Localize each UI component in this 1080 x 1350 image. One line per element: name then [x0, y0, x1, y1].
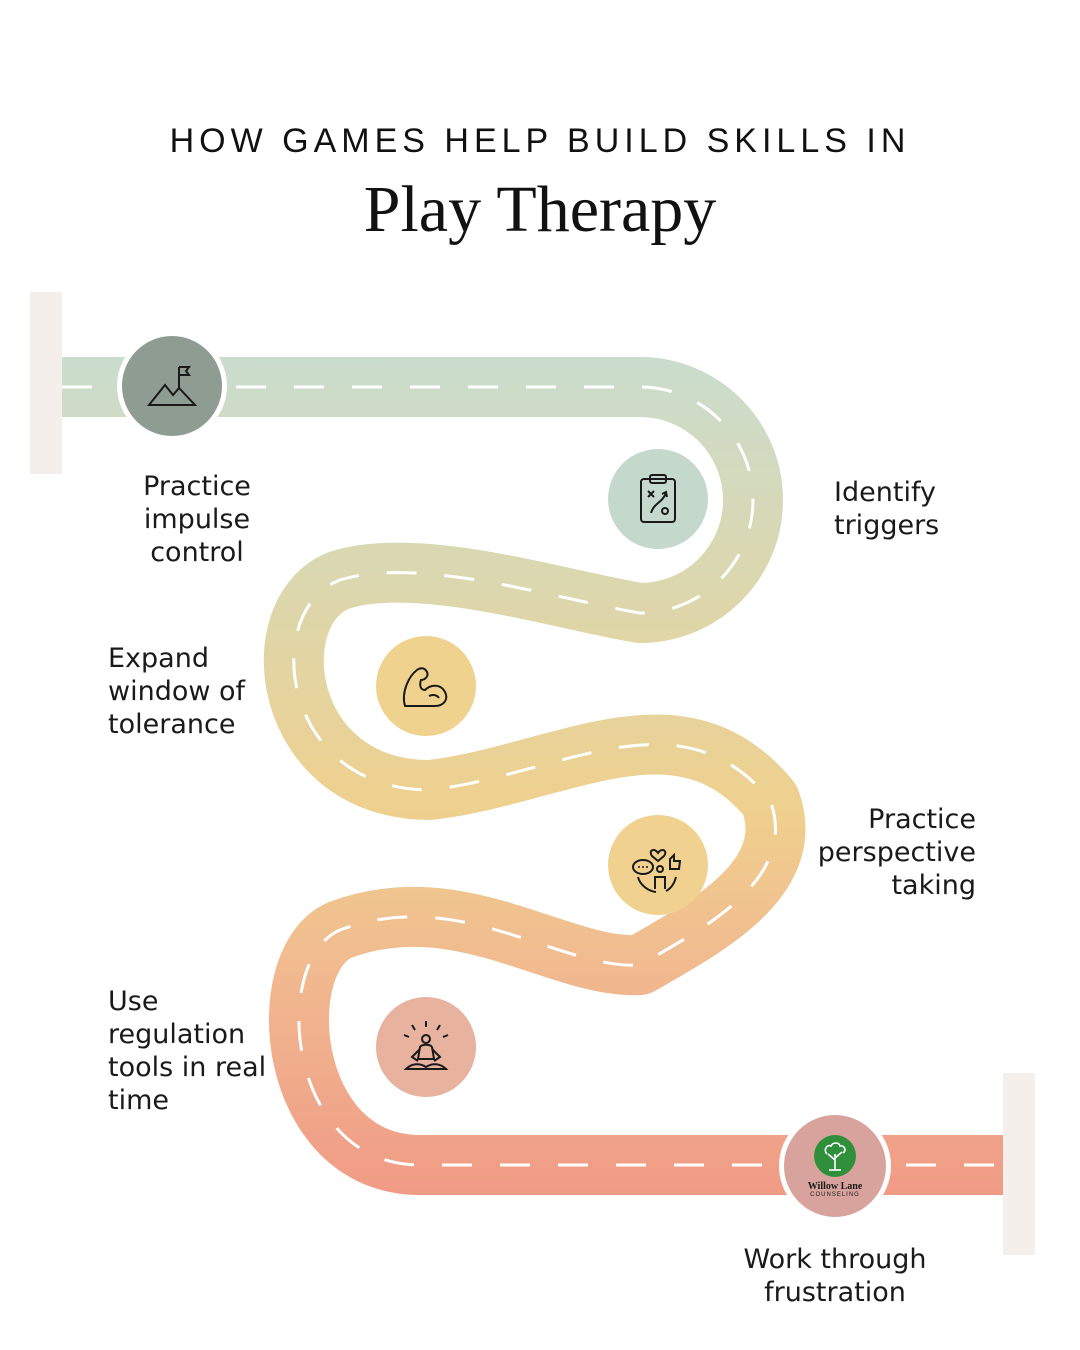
step-2-circle: [608, 449, 708, 549]
step-5-circle: [376, 997, 476, 1097]
page-title: Play Therapy: [363, 173, 717, 246]
logo-subtitle: COUNSELING: [810, 1192, 860, 1198]
title-eyebrow: HOW GAMES HELP BUILD SKILLS IN: [169, 122, 911, 160]
social-empathy-icon: [632, 849, 682, 893]
step-4-circle: [608, 815, 708, 915]
step-3-circle: [376, 636, 476, 736]
mountain-flag-icon: [146, 366, 198, 406]
clipboard-strategy-icon: [640, 474, 676, 523]
road-start-post: [30, 292, 62, 474]
logo-name: Willow Lane: [807, 1181, 863, 1192]
meditation-icon: [403, 1021, 449, 1070]
road-end-post: [1003, 1073, 1035, 1255]
step-1-circle: [117, 331, 227, 441]
step-6-circle: Willow Lane COUNSELING: [779, 1110, 891, 1222]
winding-road: [62, 357, 1003, 1195]
willow-lane-logo: [814, 1135, 856, 1177]
flexed-arm-icon: [403, 667, 448, 707]
